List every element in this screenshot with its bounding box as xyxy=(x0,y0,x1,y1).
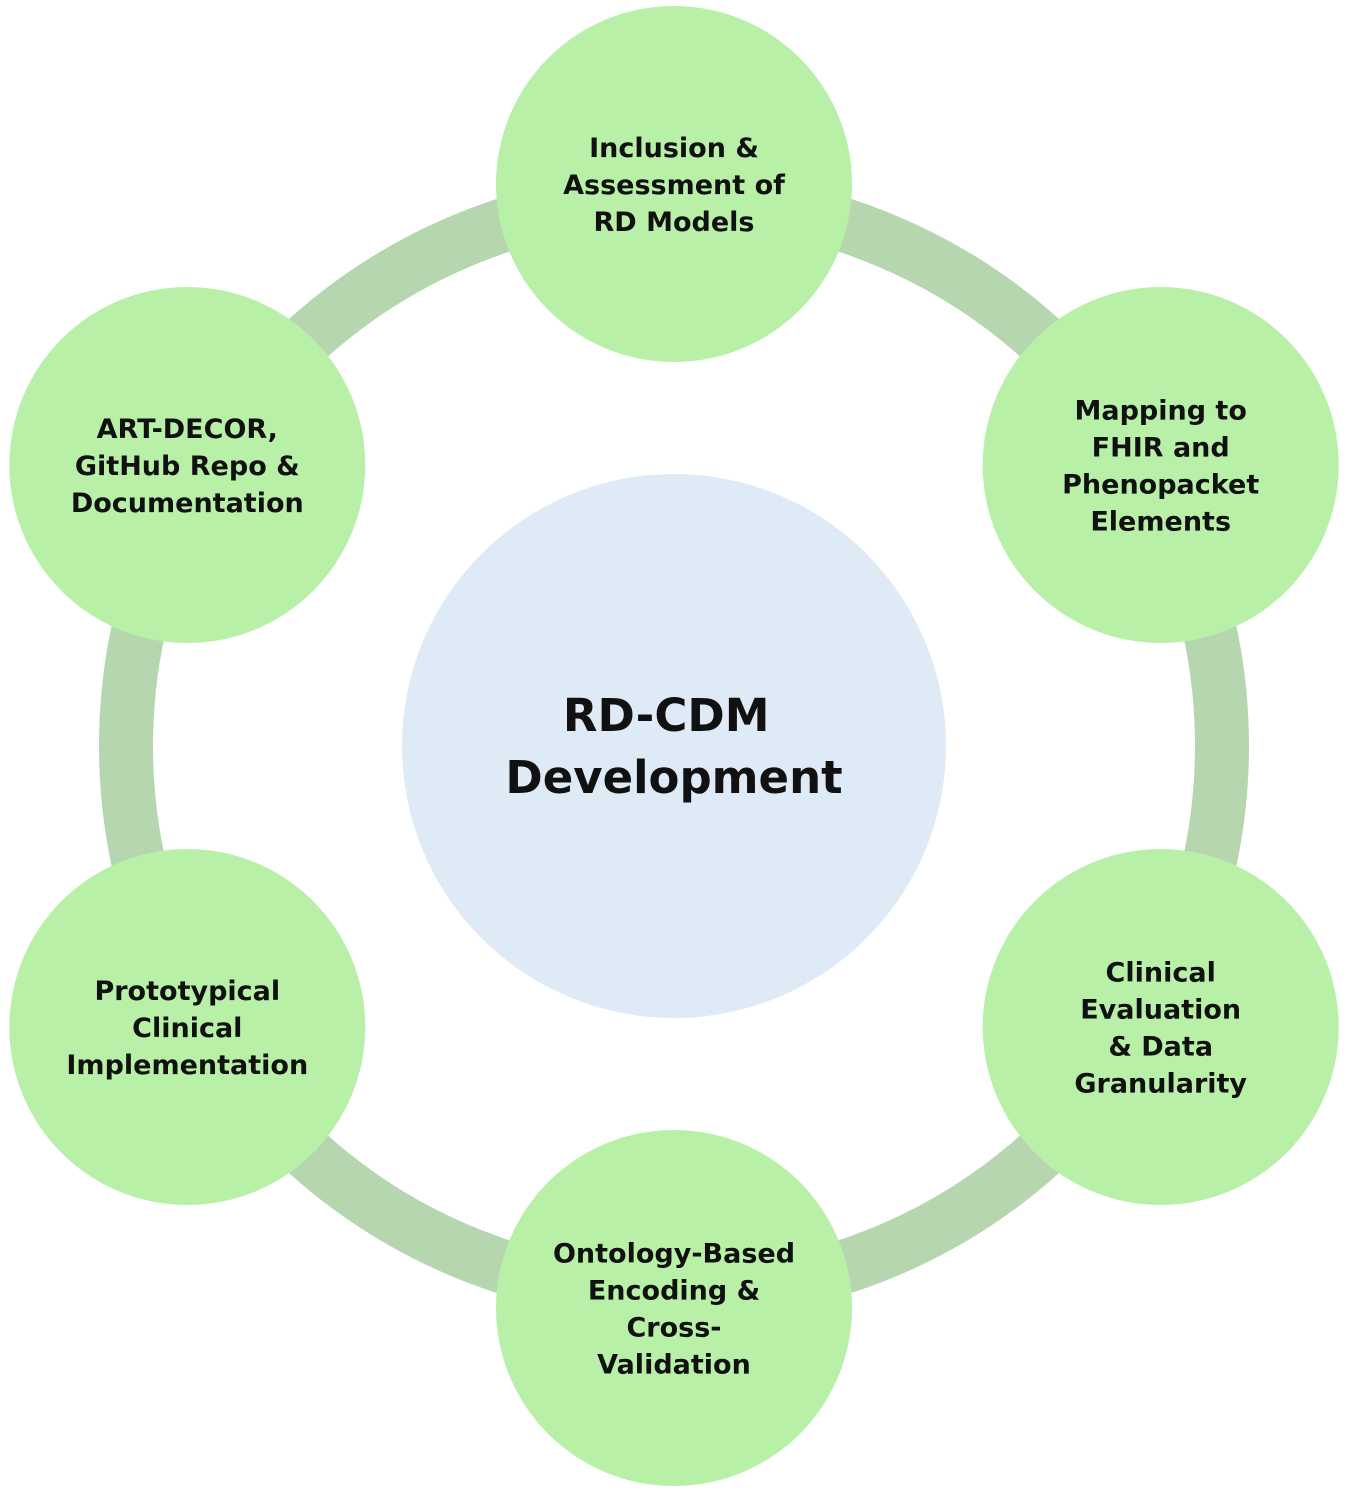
center-hub: RD-CDM Development xyxy=(402,474,946,1018)
step-circle xyxy=(982,287,1339,643)
step-label-line: Granularity xyxy=(1074,1069,1247,1100)
step-label-line: RD Models xyxy=(594,207,755,238)
step-label-line: Ontology-Based xyxy=(553,1239,795,1270)
step-label-line: Clinical xyxy=(132,1013,242,1044)
step-node-inclusion: Inclusion & Assessment of RD Models xyxy=(496,6,852,362)
step-label-line: ART-DECOR, xyxy=(97,414,278,445)
center-title: RD-CDM Development xyxy=(505,689,842,804)
step-label-line: FHIR and xyxy=(1092,433,1230,464)
step-circle xyxy=(982,849,1339,1205)
step-label-line: Elements xyxy=(1090,507,1231,538)
step-label-line: Clinical xyxy=(1106,958,1216,989)
step-label: ART-DECOR, GitHub Repo & Documentation xyxy=(71,414,304,519)
step-circle xyxy=(496,1130,852,1486)
step-label-line: Mapping to xyxy=(1074,396,1246,427)
step-label-line: Evaluation xyxy=(1080,995,1241,1026)
step-label-line: Inclusion & xyxy=(589,133,759,164)
center-circle xyxy=(402,474,946,1018)
step-circle xyxy=(9,287,366,643)
step-label-line: Documentation xyxy=(71,488,304,519)
step-node-art-decor: ART-DECOR, GitHub Repo & Documentation xyxy=(9,287,366,643)
center-title-line: RD-CDM xyxy=(563,689,770,742)
step-circle xyxy=(496,6,852,362)
step-label-line: Prototypical xyxy=(94,976,280,1007)
step-label-line: Encoding & xyxy=(588,1276,760,1307)
step-label-line: Phenopacket xyxy=(1062,470,1259,501)
step-label-line: & Data xyxy=(1108,1032,1213,1063)
step-nodes: Inclusion & Assessment of RD ModelsMapping… xyxy=(9,6,1339,1486)
step-label-line: Cross- xyxy=(626,1313,721,1344)
step-label-line: Validation xyxy=(597,1350,751,1381)
step-label-line: Implementation xyxy=(66,1050,308,1081)
step-label-line: GitHub Repo & xyxy=(75,451,300,482)
step-label-line: Assessment of xyxy=(563,170,785,201)
center-title-line: Development xyxy=(505,751,842,804)
step-label: Inclusion & Assessment of RD Models xyxy=(563,133,785,238)
step-circle xyxy=(9,849,366,1205)
